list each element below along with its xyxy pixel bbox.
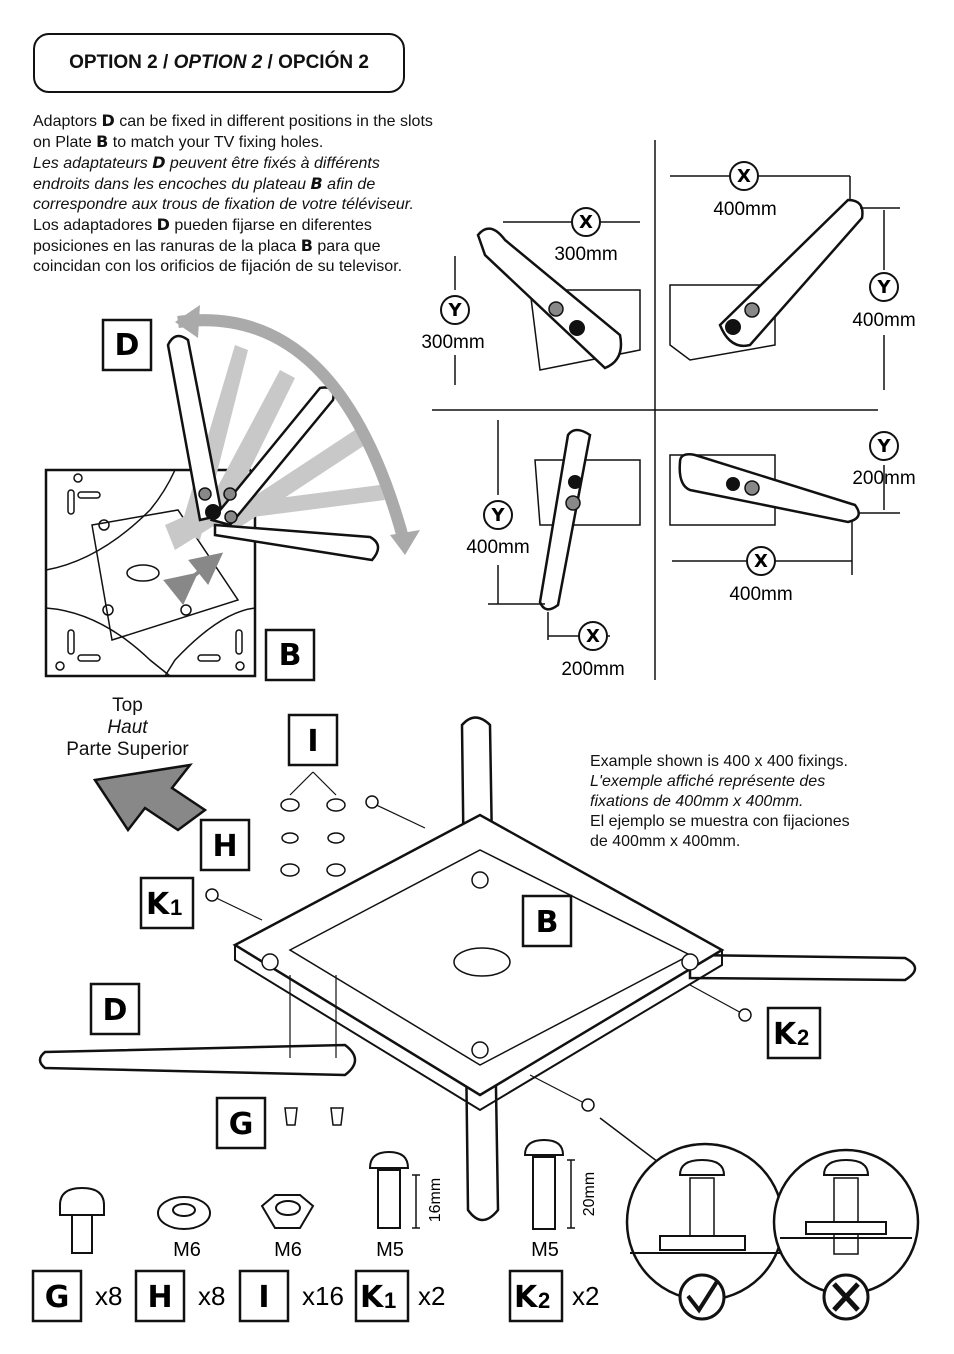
- svg-text:B: B: [279, 638, 302, 673]
- i-size: M6: [274, 1239, 302, 1261]
- tr-y-dim: 400mm: [852, 310, 915, 331]
- svg-text:2: 2: [797, 1025, 809, 1050]
- legend-k1-label: K: [360, 1280, 385, 1315]
- quadrant-300x300: X 300mm Y 300mm: [421, 207, 641, 385]
- svg-text:H: H: [212, 829, 237, 864]
- svg-text:D: D: [103, 993, 128, 1028]
- tl-x-letter: X: [579, 212, 593, 233]
- intro-fr: Les adaptateurs D peuvent être fixés à d…: [33, 153, 414, 213]
- quadrant-200x400: Y 400mm X 200mm: [466, 420, 641, 680]
- legend-k2-label: K: [514, 1280, 539, 1315]
- nut-i-icon: [260, 1194, 315, 1229]
- k1-count: x2: [418, 1281, 445, 1311]
- parts-legend: M6 M6 16mm M5 20mm M5 G x8 H x: [31, 1138, 599, 1323]
- br-y-letter: Y: [876, 436, 891, 457]
- option-title-es: OPCIÓN 2: [278, 52, 369, 73]
- k1-length: 16mm: [427, 1178, 444, 1222]
- svg-text:D: D: [115, 328, 140, 363]
- label-i: I: [287, 713, 339, 767]
- label-b-assembly: B: [521, 894, 573, 948]
- quadrant-400x400: X 400mm Y 400mm: [669, 161, 916, 390]
- washer-h-icon: [157, 1196, 211, 1230]
- intro-en: Adaptors D can be fixed in different pos…: [33, 111, 433, 151]
- bl-y-letter: Y: [490, 505, 505, 526]
- svg-text:1: 1: [384, 1288, 396, 1313]
- svg-text:I: I: [307, 724, 318, 759]
- label-g: G: [215, 1096, 267, 1150]
- i-count: x16: [302, 1281, 344, 1311]
- cross-icon: [822, 1273, 870, 1321]
- correct-usage-detail: [625, 1142, 785, 1321]
- svg-text:K: K: [146, 887, 171, 922]
- quadrant-400x200: Y 200mm X 400mm: [669, 431, 916, 605]
- svg-text:G: G: [229, 1107, 254, 1142]
- bl-y-dim: 400mm: [466, 537, 529, 558]
- option-title-en: OPTION 2: [69, 52, 158, 73]
- bl-x-dim: 200mm: [561, 659, 624, 680]
- label-h: H: [199, 818, 251, 872]
- tl-y-dim: 300mm: [421, 332, 484, 353]
- assembly-diagram: [38, 716, 917, 1222]
- top-arrow-icon: [92, 763, 208, 833]
- tr-x-dim: 400mm: [713, 199, 776, 220]
- k2-size: M5: [531, 1239, 559, 1261]
- example-en: Example shown is 400 x 400 fixings.: [590, 753, 848, 770]
- top-direction-label: Top Haut Parte Superior: [50, 695, 205, 761]
- intro-text: Adaptors D can be fixed in different pos…: [33, 111, 453, 277]
- plate-b-diagram: [44, 305, 420, 678]
- wrong-usage-detail: [772, 1148, 920, 1321]
- legend-h-label: H: [147, 1280, 172, 1315]
- k1-size: M5: [376, 1239, 404, 1261]
- option-sep-2: /: [262, 52, 279, 73]
- example-fr: L'exemple affiché représente des fixatio…: [590, 773, 826, 810]
- legend-g-label: G: [45, 1280, 70, 1315]
- br-x-dim: 400mm: [729, 584, 792, 605]
- h-count: x8: [198, 1281, 225, 1311]
- quadrant-grid: [432, 140, 878, 680]
- check-icon: [678, 1273, 726, 1321]
- bolt-g-icon: [59, 1186, 105, 1254]
- tr-x-letter: X: [737, 166, 751, 187]
- svg-text:K: K: [773, 1017, 798, 1052]
- intro-es: Los adaptadores D pueden fijarse en dife…: [33, 215, 403, 275]
- option-title: OPTION 2 / OPTION 2 / OPCIÓN 2: [33, 33, 405, 93]
- k2-count: x2: [572, 1281, 599, 1311]
- top-en: Top: [112, 695, 143, 716]
- br-y-dim: 200mm: [852, 468, 915, 489]
- label-d-assembly: D: [89, 982, 141, 1036]
- top-fr: Haut: [107, 717, 148, 738]
- screw-k1-icon: [368, 1150, 410, 1229]
- label-b-top: B: [264, 628, 316, 682]
- br-x-letter: X: [754, 551, 768, 572]
- example-note: Example shown is 400 x 400 fixings. L'ex…: [590, 752, 910, 852]
- tl-y-letter: Y: [447, 300, 462, 321]
- h-size: M6: [173, 1239, 201, 1261]
- example-es: El ejemplo se muestra con fijaciones de …: [590, 813, 850, 850]
- label-k2: K 2: [766, 1006, 822, 1060]
- svg-text:1: 1: [170, 895, 182, 920]
- tl-x-dim: 300mm: [554, 244, 617, 265]
- svg-text:2: 2: [538, 1288, 550, 1313]
- option-sep-1: /: [157, 52, 174, 73]
- svg-text:B: B: [536, 905, 559, 940]
- bl-x-letter: X: [586, 626, 600, 647]
- legend-i-label: I: [258, 1280, 269, 1315]
- tr-y-letter: Y: [876, 277, 891, 298]
- g-count: x8: [95, 1281, 122, 1311]
- label-d-top: D: [101, 318, 153, 372]
- screw-k2-icon: [523, 1138, 565, 1230]
- option-title-fr: OPTION 2: [173, 52, 263, 73]
- label-k1: K 1: [139, 876, 195, 930]
- k2-length: 20mm: [581, 1172, 598, 1216]
- top-es: Parte Superior: [66, 739, 189, 760]
